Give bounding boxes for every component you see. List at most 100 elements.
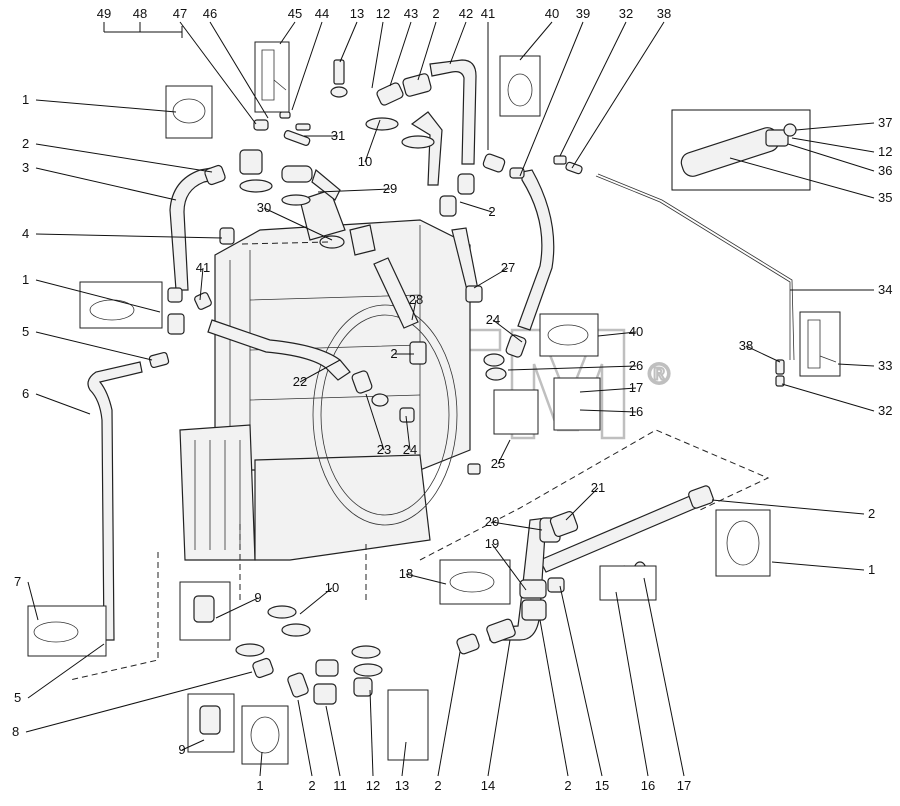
- callout-40: 40: [545, 6, 559, 21]
- leader-line-12: [791, 137, 875, 153]
- callout-8: 8: [12, 724, 19, 739]
- callout-5: 5: [22, 324, 29, 339]
- leader-line-26: [507, 365, 637, 371]
- leader-line-2: [459, 201, 493, 213]
- small-parts: [148, 59, 797, 739]
- callout-12: 12: [366, 778, 380, 793]
- callout-34: 34: [878, 282, 892, 297]
- callout-17: 17: [629, 380, 643, 395]
- leader-line-1: [35, 99, 177, 113]
- leader-line-25: [497, 439, 511, 465]
- callout-5: 5: [14, 690, 21, 705]
- callout-39: 39: [576, 6, 590, 21]
- callout-48: 48: [133, 6, 147, 21]
- pipe-right-upper: [517, 169, 555, 331]
- callout-49: 49: [97, 6, 111, 21]
- callout-9: 9: [254, 590, 261, 605]
- leader-line-41: [199, 267, 204, 301]
- detail-boxes: [27, 41, 841, 765]
- leader-line-19: [491, 543, 527, 591]
- callout-41: 41: [481, 6, 495, 21]
- leader-line-18: [405, 573, 447, 585]
- callout-2: 2: [564, 778, 571, 793]
- leader-line-39: [519, 21, 584, 177]
- callout-46: 46: [203, 6, 217, 21]
- callout-31: 31: [331, 128, 345, 143]
- leader-line-1: [35, 279, 161, 313]
- leader-line-13: [339, 21, 358, 63]
- callout-1: 1: [22, 272, 29, 287]
- leader-line-47: [179, 21, 257, 125]
- leader-line-1: [259, 751, 263, 777]
- pipe-lower-right: [487, 495, 697, 641]
- callout-28: 28: [409, 292, 423, 307]
- callout-1: 1: [868, 562, 875, 577]
- leader-line-32: [781, 383, 875, 412]
- callout-19: 19: [485, 536, 499, 551]
- callout-27: 27: [501, 260, 515, 275]
- leader-line-8: [25, 671, 253, 733]
- leader-line-36: [787, 143, 875, 172]
- leader-line-16: [579, 409, 637, 413]
- leader-line-13: [401, 741, 407, 777]
- callout-10: 10: [358, 154, 372, 169]
- callout-2: 2: [22, 136, 29, 151]
- callout-16: 16: [629, 404, 643, 419]
- pipe-top-center: [410, 59, 477, 186]
- leader-line-23: [365, 393, 385, 451]
- callout-13: 13: [395, 778, 409, 793]
- leader-line-15: [559, 585, 603, 777]
- callout-7: 7: [14, 574, 21, 589]
- leader-line-32: [559, 21, 627, 157]
- callout-2: 2: [434, 778, 441, 793]
- callout-36: 36: [878, 163, 892, 178]
- leader-line-43: [389, 21, 412, 87]
- dashed-reference-lines: [69, 241, 770, 681]
- callout-2: 2: [488, 204, 495, 219]
- callout-9: 9: [178, 742, 185, 757]
- leader-line-1: [771, 561, 865, 571]
- callout-1: 1: [22, 92, 29, 107]
- callout-29: 29: [383, 181, 397, 196]
- leader-line-2: [297, 699, 313, 777]
- pipe-vertical-left: [87, 361, 143, 641]
- leader-line-21: [565, 487, 599, 521]
- leader-line-24: [405, 415, 411, 451]
- callout-10: 10: [325, 580, 339, 595]
- callout-2: 2: [868, 506, 875, 521]
- leader-line-11: [325, 705, 341, 777]
- callout-30: 30: [257, 200, 271, 215]
- bracket-lines: [103, 26, 811, 191]
- callout-38: 38: [739, 338, 753, 353]
- leader-line-44: [291, 21, 323, 111]
- callout-37: 37: [878, 115, 892, 130]
- registered-mark: ®: [648, 358, 670, 391]
- leader-line-2: [35, 143, 213, 173]
- callout-1: 1: [256, 778, 263, 793]
- callout-41: 41: [196, 260, 210, 275]
- leader-line-12: [369, 689, 374, 777]
- leader-line-45: [279, 21, 296, 45]
- callout-18: 18: [399, 566, 413, 581]
- callout-47: 47: [173, 6, 187, 21]
- leader-line-40: [597, 331, 637, 337]
- callout-12: 12: [376, 6, 390, 21]
- callout-4: 4: [22, 226, 29, 241]
- callout-35: 35: [878, 190, 892, 205]
- leader-line-40: [519, 21, 553, 61]
- leader-line-16: [615, 591, 649, 777]
- callout-2: 2: [308, 778, 315, 793]
- leader-line-17: [579, 387, 637, 393]
- leader-line-2: [539, 619, 569, 777]
- leader-line-3: [35, 167, 177, 201]
- callout-2: 2: [432, 6, 439, 21]
- callout-32: 32: [619, 6, 633, 21]
- callout-42: 42: [459, 6, 473, 21]
- callout-32: 32: [878, 403, 892, 418]
- leader-line-35: [729, 157, 875, 199]
- leader-line-29: [317, 188, 391, 193]
- leader-line-9: [215, 597, 259, 619]
- callout-45: 45: [288, 6, 302, 21]
